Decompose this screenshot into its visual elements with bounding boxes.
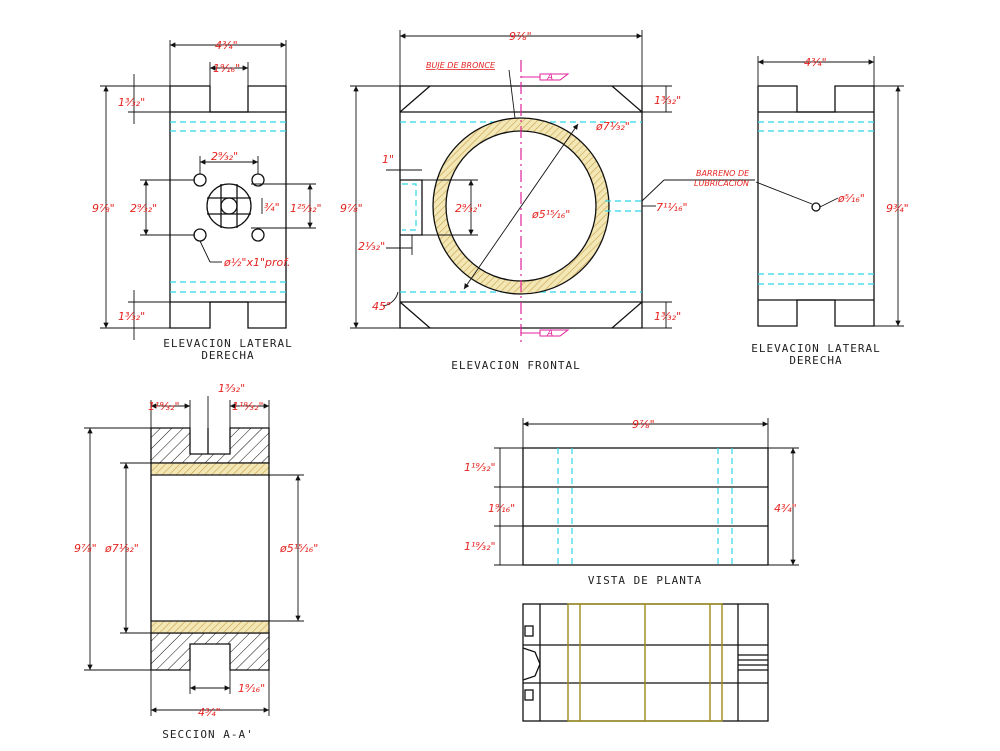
- dim-left-hole-spacing-v: 2⁹⁄₃₂": [130, 202, 157, 215]
- dim-front-height: 9⅞": [340, 202, 363, 215]
- section-view: [84, 396, 304, 716]
- dim-plan-height: 4¾": [774, 502, 797, 515]
- dim-right-width: 4¾": [804, 56, 827, 69]
- dim-sec-right: 1¹⁹⁄₃₂": [232, 400, 264, 413]
- front-view: [350, 30, 755, 345]
- dim-front-inner: ø5¹⁵⁄₁₆": [531, 208, 570, 221]
- title-right-side-1: ELEVACION LATERAL: [751, 342, 881, 355]
- dim-right-height: 9¾": [886, 202, 909, 215]
- dim-left-hole-spacing-h: 2⁹⁄₃₂": [211, 150, 238, 163]
- dim-front-notch-h: 2⁹⁄₃₂": [455, 202, 482, 215]
- plan-view: [494, 418, 799, 566]
- dim-front-width: 9⅞": [509, 30, 532, 43]
- dim-left-top-step: 1³⁄₃₂": [118, 96, 145, 109]
- front-labels: 9⅞" 9⅞" ø7¹⁄₃₂" ø5¹⁵⁄₁₆" 1³⁄₃₂" 1³⁄₃₂" 1…: [340, 30, 750, 372]
- dim-sec-height: 9⅞": [74, 542, 97, 555]
- dim-left-width: 4¾": [215, 39, 238, 52]
- dim-front-lube: 7¹¹⁄₁₆": [656, 201, 688, 214]
- dim-sec-width: 4¾": [198, 706, 221, 719]
- left-side-labels: 4¾" 1⁹⁄₁₆" 1³⁄₃₂" 9⅞" 2⁹⁄₃₂" 2⁹⁄₃₂" ¾" 1…: [92, 39, 322, 362]
- right-side-labels: 4¾" 9¾" ø⁵⁄₁₆" ELEVACION LATERAL DERECHA: [751, 56, 909, 367]
- title-section: SECCION A-A': [162, 728, 253, 741]
- section-labels: 1¹⁹⁄₃₂" 1³⁄₃₂" 1¹⁹⁄₃₂" 9⅞" ø7¹⁄₃₂" ø5¹⁵⁄…: [74, 382, 318, 741]
- callout-bushing: BUJE DE BRONCE: [426, 61, 496, 70]
- dim-sec-bore: ø7¹⁄₃₂": [104, 542, 139, 555]
- right-side-view: [755, 56, 904, 327]
- dim-front-bore: ø7¹⁄₃₂": [595, 120, 630, 133]
- dim-left-slot: 1⁹⁄₁₆": [213, 62, 240, 75]
- section-mark-bottom: A: [546, 329, 553, 339]
- dim-left-holes: ø½"x1"prof.: [223, 256, 290, 269]
- dim-left-hub-outer: 1²⁵⁄₃₂": [290, 202, 322, 215]
- title-right-side-2: DERECHA: [789, 354, 842, 367]
- dim-left-height: 9⅞": [92, 202, 115, 215]
- dim-left-bottom-step: 1³⁄₃₂": [118, 310, 145, 323]
- left-side-view: [100, 40, 316, 340]
- title-left-side-2: DERECHA: [201, 349, 254, 362]
- section-mark-top: A: [546, 73, 553, 83]
- dim-front-chamfer: 45°: [372, 300, 392, 313]
- dim-front-notch-w: 1": [382, 153, 394, 166]
- bottom-view: [522, 603, 769, 722]
- title-front: ELEVACION FRONTAL: [451, 359, 581, 372]
- callout-lube-1: BARRENO DE: [696, 169, 750, 178]
- dim-sec-inner: ø5¹⁵⁄₁₆": [279, 542, 318, 555]
- dim-sec-slot: 1³⁄₃₂": [218, 382, 245, 395]
- plan-labels: 9⅞" 1¹⁹⁄₃₂" 1⁹⁄₁₆" 1¹⁹⁄₃₂" 4¾" VISTA DE …: [464, 418, 797, 587]
- dim-plan-r2: 1⁹⁄₁₆": [488, 502, 515, 515]
- dim-plan-r3: 1¹⁹⁄₃₂": [464, 540, 496, 553]
- dim-sec-slot-bottom: 1⁹⁄₁₆": [238, 682, 265, 695]
- title-left-side-1: ELEVACION LATERAL: [163, 337, 293, 350]
- dim-front-notch-bottom: 2¹⁄₃₂": [358, 240, 385, 253]
- dim-right-lube: ø⁵⁄₁₆": [837, 192, 865, 205]
- dim-front-bottom-step: 1³⁄₃₂": [654, 310, 681, 323]
- title-plan: VISTA DE PLANTA: [588, 574, 702, 587]
- callout-lube-2: LUBRICACION: [694, 179, 749, 188]
- dim-front-top-step: 1³⁄₃₂": [654, 94, 681, 107]
- dim-sec-left: 1¹⁹⁄₃₂": [148, 400, 180, 413]
- dim-plan-width: 9⅞": [632, 418, 655, 431]
- dim-left-hub: ¾": [264, 201, 280, 214]
- dim-plan-r1: 1¹⁹⁄₃₂": [464, 461, 496, 474]
